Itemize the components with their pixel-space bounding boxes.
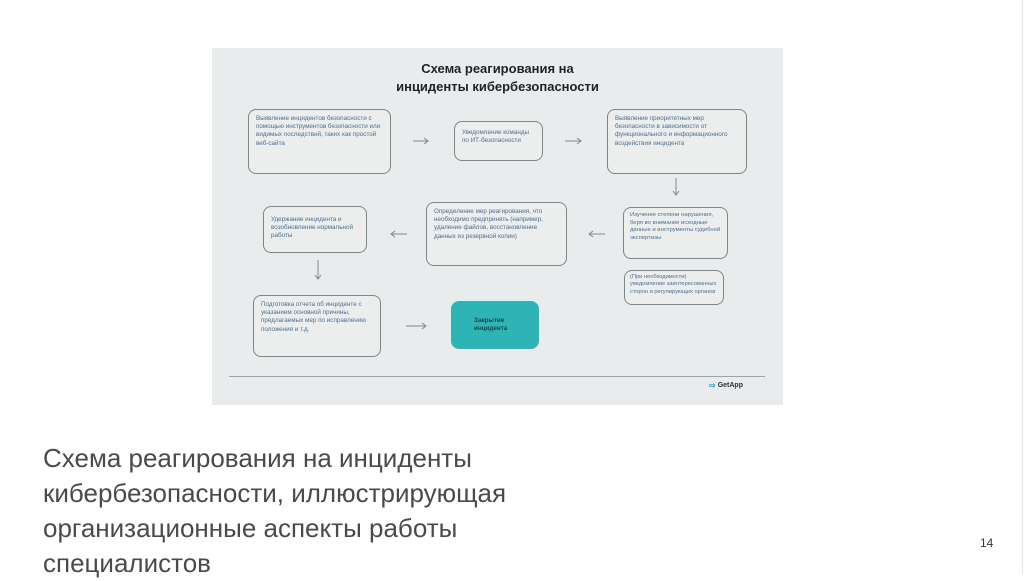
caption-line3: организационные аспекты работы [43,513,458,543]
arrow-right-icon [413,137,429,145]
box-detection: Выявление инцидентов безопасности с помо… [248,109,391,174]
diagram-title-line1: Схема реагирования на [421,61,574,76]
slide-caption: Схема реагирования на инциденты кибербез… [43,441,643,581]
box-containment: Удержание инцидента и возобновление норм… [263,206,367,253]
box-stakeholders: (При необходимости) уведомление заинтере… [624,270,724,305]
logo-text: GetApp [717,382,743,389]
arrow-down-icon [314,260,322,280]
box-report: Подготовка отчета об инциденте с указани… [253,295,381,357]
diagram-title: Схема реагирования на инциденты кибербез… [212,60,783,96]
box-response: Определение мер реагирования, что необхо… [426,202,567,266]
box-priority: Выявление приоритетных мер безопасности … [607,109,747,174]
arrow-left-icon [588,230,605,238]
arrow-down-icon [672,178,680,196]
arrow-icon: ⇨ [709,381,716,390]
getapp-logo: ⇨ GetApp [709,381,743,391]
diagram-title-line2: инциденты кибербезопасности [396,79,599,94]
incident-response-diagram: Схема реагирования на инциденты кибербез… [212,48,783,405]
arrow-right-icon [406,322,427,330]
caption-line4: специалистов [43,548,211,578]
flow-arrows [314,137,680,330]
box-assessment: Изучение степени нарушения, беря во вним… [623,207,728,259]
arrow-right-icon [565,137,582,145]
caption-line2: кибербезопасности, иллюстрирующая [43,478,507,508]
box-closure: Закрытие инцидента [451,301,539,349]
box-notification: Уведомление команды по ИТ-безопасности [454,121,543,161]
caption-line1: Схема реагирования на инциденты [43,443,472,473]
page-number: 14 [980,536,994,550]
arrow-left-icon [390,230,407,238]
divider [229,376,765,377]
